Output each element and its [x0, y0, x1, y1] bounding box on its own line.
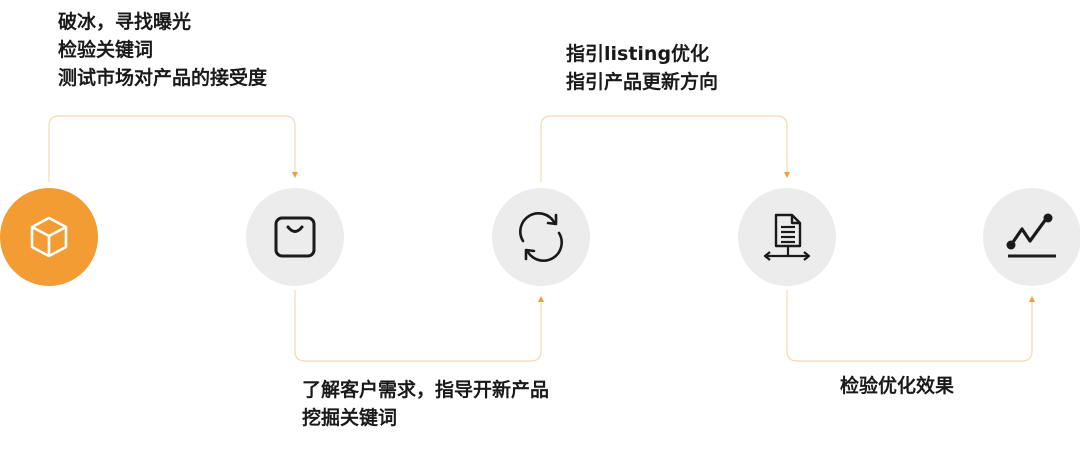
label-line: 破冰，寻找曝光 — [58, 11, 192, 33]
step-circle-1 — [0, 188, 98, 286]
label-line: 测试市场对产品的接受度 — [58, 67, 268, 89]
label-line: 指引产品更新方向 — [566, 71, 719, 93]
refresh-icon — [519, 212, 563, 262]
arrowhead-2 — [538, 296, 544, 302]
shopping-bag-icon — [274, 216, 316, 258]
cube-icon — [30, 216, 68, 258]
label-group-2: 了解客户需求，指导开新产品 挖掘关键词 — [302, 376, 549, 432]
connector-top-2 — [540, 115, 788, 182]
connector-bottom-2 — [786, 290, 1033, 362]
step-circle-3 — [492, 188, 590, 286]
label-line: 指引listing优化 — [566, 43, 710, 65]
connector-top-1 — [48, 115, 296, 182]
step-circle-2 — [246, 188, 344, 286]
arrowhead-4 — [1029, 296, 1035, 302]
step-circle-5 — [983, 188, 1080, 286]
label-group-3: 指引listing优化 指引产品更新方向 — [566, 40, 718, 96]
label-group-4: 检验优化效果 — [840, 372, 954, 400]
document-scale-icon — [763, 213, 811, 261]
step-circle-4 — [738, 188, 836, 286]
label-line: 了解客户需求，指导开新产品 — [302, 379, 550, 401]
trend-line-icon — [1006, 213, 1056, 258]
label-line: 挖掘关键词 — [302, 407, 398, 429]
arrowhead-1 — [292, 172, 298, 178]
label-line: 检验关键词 — [58, 39, 154, 61]
label-group-1: 破冰，寻找曝光 检验关键词 测试市场对产品的接受度 — [58, 8, 267, 92]
connector-bottom-1 — [294, 290, 542, 362]
label-line: 检验优化效果 — [840, 375, 955, 397]
arrowhead-3 — [784, 172, 790, 178]
